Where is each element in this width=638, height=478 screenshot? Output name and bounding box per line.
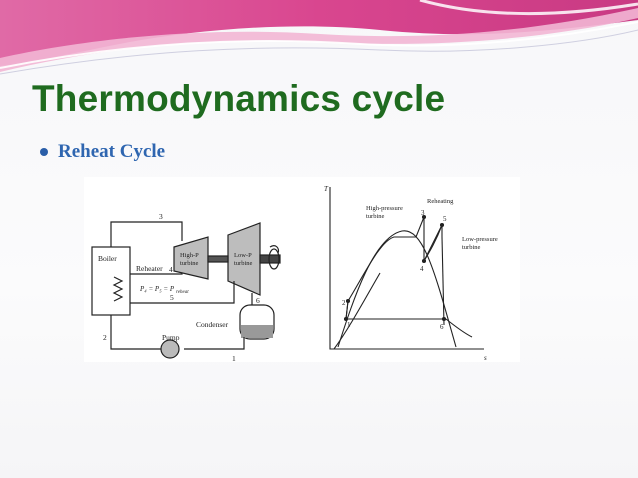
hp-turbine-label-2: turbine: [180, 260, 199, 267]
hp-turbine-annotation-2: turbine: [366, 213, 385, 220]
state-6-label: 6: [256, 296, 260, 305]
pressure-equation: P₄ = P₅ = P: [139, 285, 175, 293]
cycle-path: [347, 216, 443, 302]
lp-turbine: [227, 222, 261, 296]
reheater-label: Reheater: [136, 264, 163, 273]
lp-turbine-annotation-2: turbine: [462, 244, 481, 251]
lp-turbine-label-1: Low-P: [234, 252, 252, 259]
lp-turbine-annotation-1: Low-pressure: [462, 236, 498, 243]
ts-y-axis-label: T: [324, 185, 329, 193]
ts-point-3: 3: [421, 209, 425, 217]
state-5-label: 5: [170, 293, 174, 302]
ts-point-2: 2: [342, 299, 346, 307]
ts-labels: T s High-pressure turbine Reheating Low-…: [324, 185, 498, 362]
reheater-coil: [112, 276, 124, 302]
bullet-item: Reheat Cycle: [40, 141, 165, 163]
hp-turbine-label-1: High-P: [180, 252, 199, 259]
slide-title: Thermodynamics cycle: [32, 78, 446, 119]
pump: [160, 339, 180, 359]
ts-point-5: 5: [443, 215, 447, 223]
state-1-label: 1: [232, 354, 236, 362]
pump-label: Pump: [162, 333, 180, 342]
ts-point-1: 1: [347, 321, 351, 329]
bullet-icon: [40, 148, 48, 156]
state-2-label: 2: [103, 333, 107, 342]
ts-point-4: 4: [420, 265, 424, 273]
lp-turbine-label-2: turbine: [234, 260, 253, 267]
state-3-label: 3: [159, 212, 163, 221]
header-wave-decoration: [0, 0, 638, 75]
boiler-label: Boiler: [98, 254, 117, 263]
condenser: [239, 304, 275, 340]
ts-point-6: 6: [440, 323, 444, 331]
ts-x-axis-label: s: [484, 354, 487, 362]
saturation-dome: [337, 230, 457, 348]
reheating-annotation: Reheating: [427, 198, 454, 205]
ts-axes: [329, 187, 484, 350]
condenser-label: Condenser: [196, 320, 229, 329]
hp-turbine: [173, 236, 209, 280]
state-4-label: 4: [169, 265, 173, 274]
reheat-cycle-figure: Boiler Reheater High-P turbine Low-P tur…: [84, 177, 520, 363]
schematic-labels: Boiler Reheater High-P turbine Low-P tur…: [98, 212, 260, 363]
bullet-text: Reheat Cycle: [58, 141, 166, 162]
ts-diagram: [329, 187, 484, 350]
figure-svg: Boiler Reheater High-P turbine Low-P tur…: [91, 185, 498, 363]
hp-turbine-annotation-1: High-pressure: [366, 205, 403, 212]
reheat-schematic: [91, 221, 281, 359]
pressure-subscript: reheat: [176, 290, 189, 295]
